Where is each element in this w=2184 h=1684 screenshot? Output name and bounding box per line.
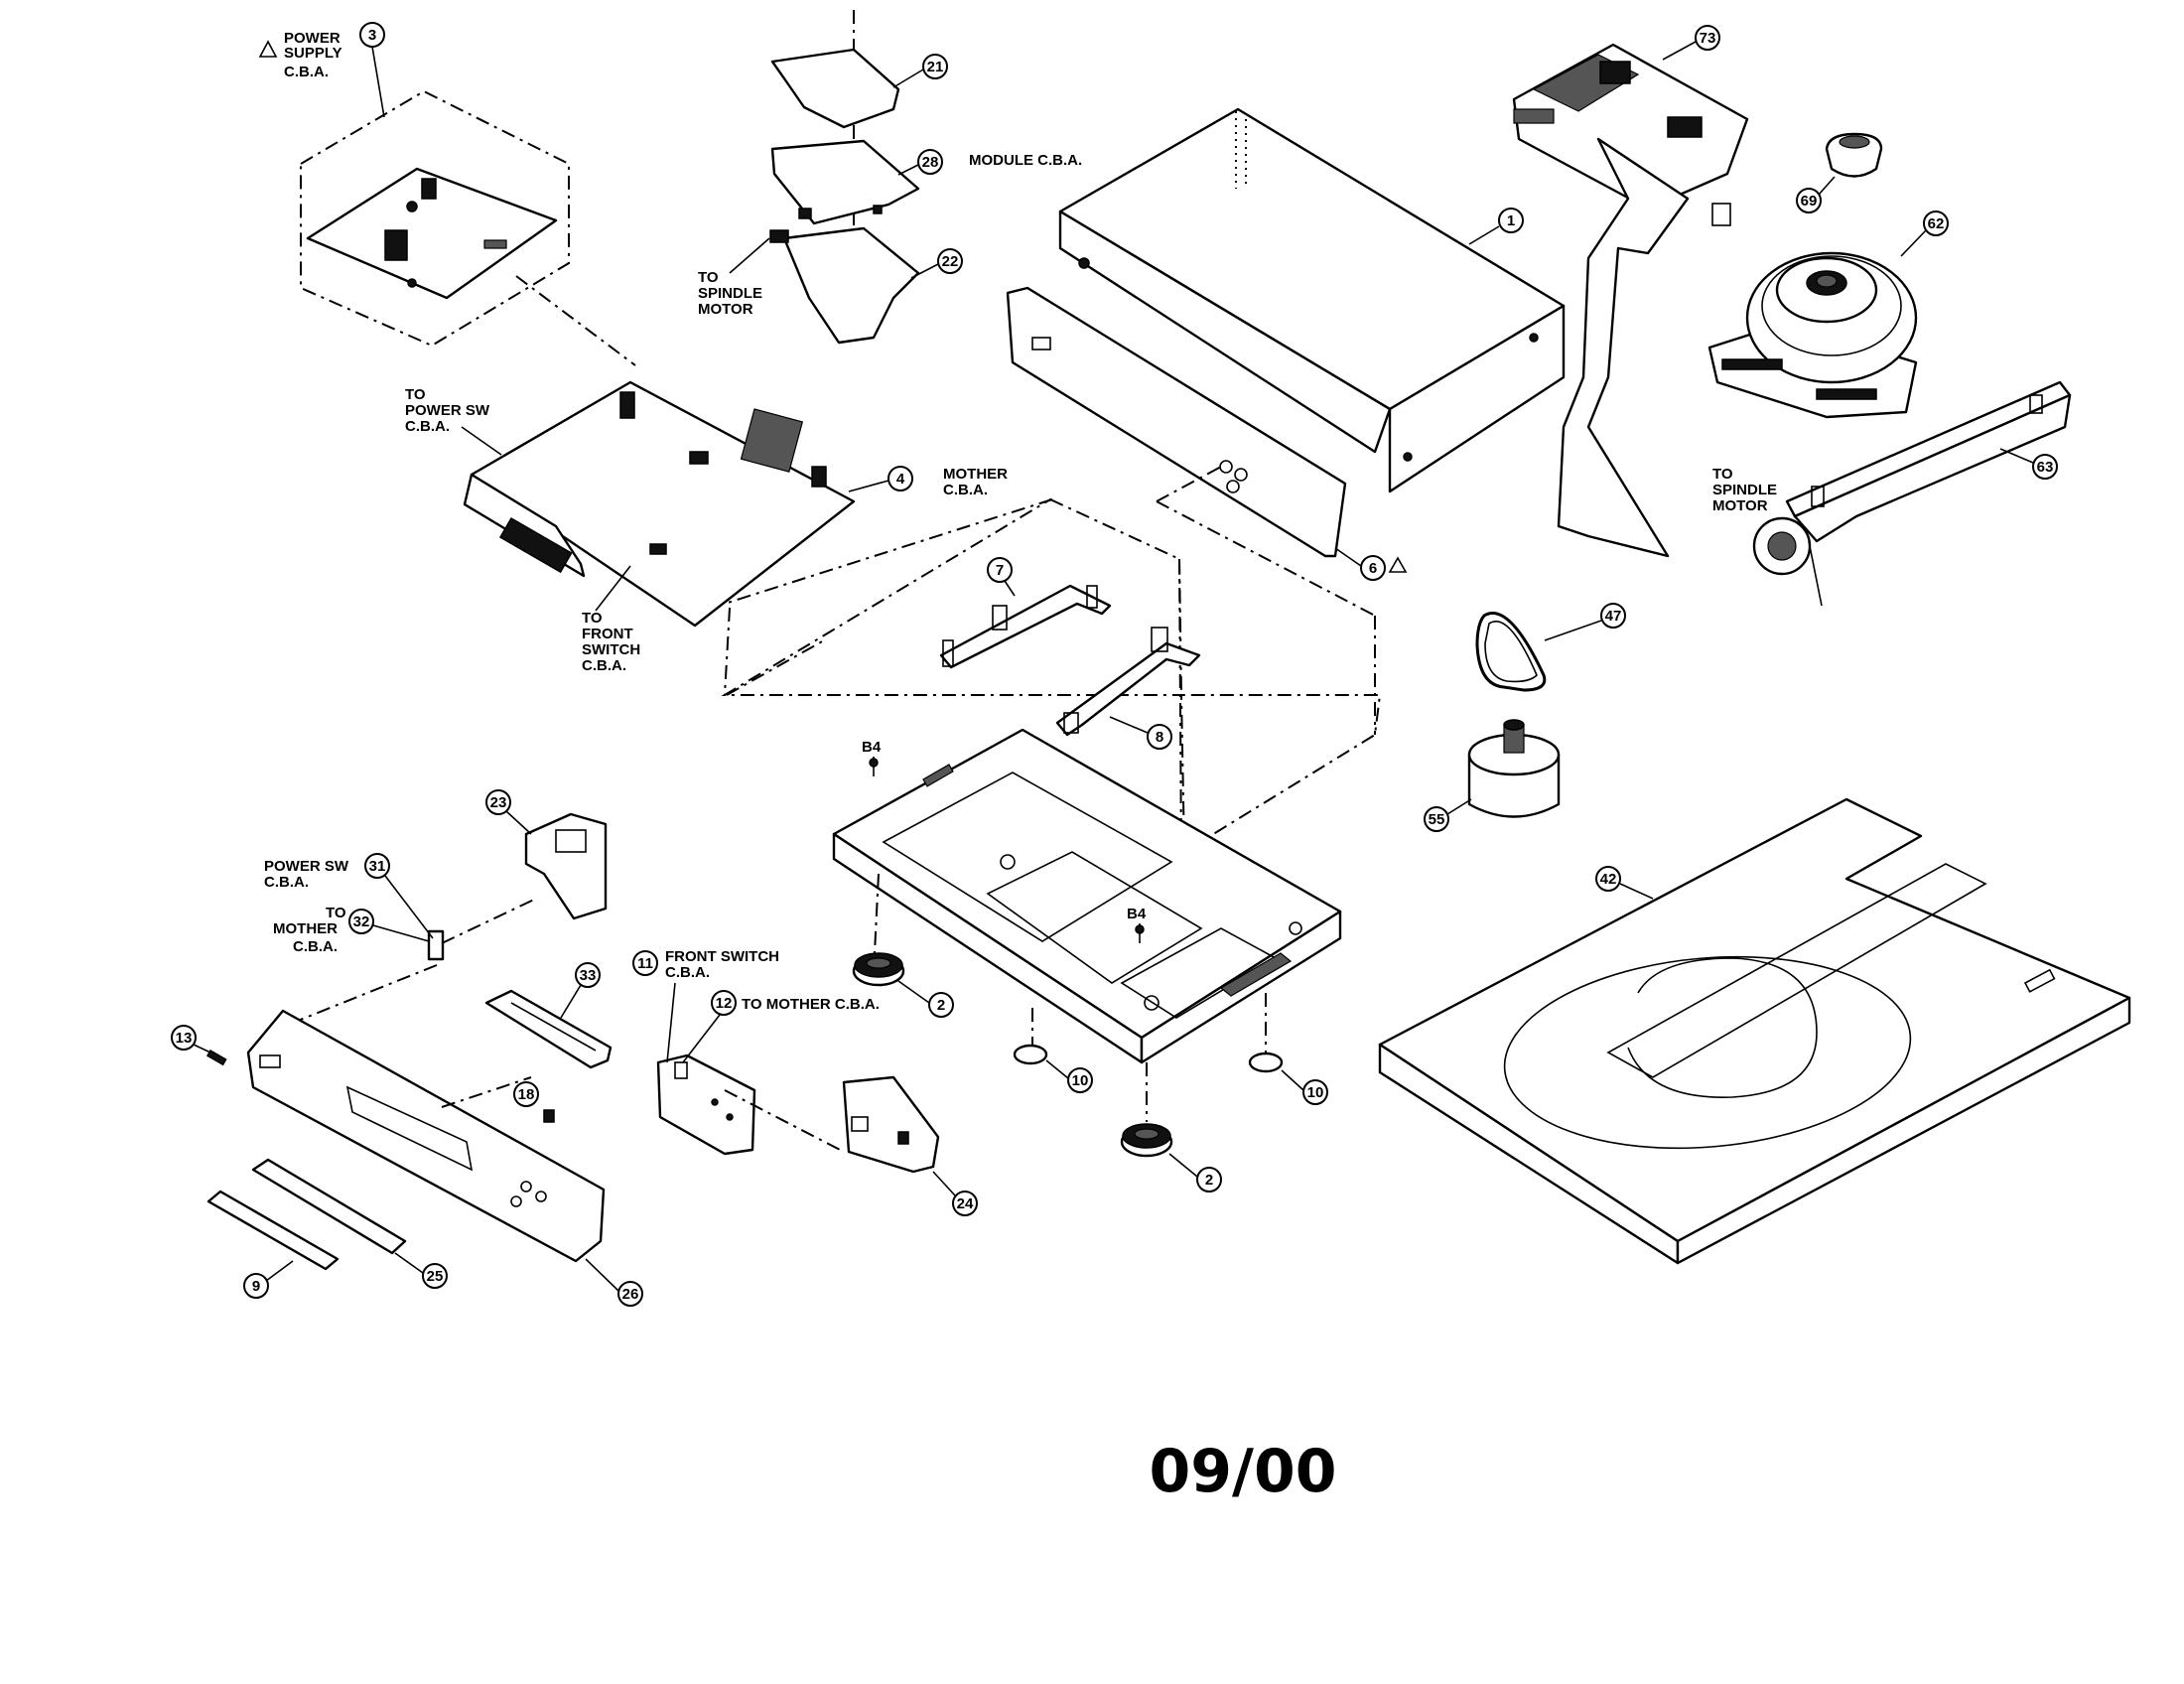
part-label: C.B.A. xyxy=(293,938,338,955)
bracket-23: 23 xyxy=(485,789,608,920)
window-25: 25 xyxy=(251,1158,448,1289)
window-9: 9 xyxy=(206,1190,340,1299)
callout-number: 12 xyxy=(716,995,733,1012)
callout-number: 8 xyxy=(1156,729,1163,746)
callout-number: 11 xyxy=(637,955,653,972)
part-label: POWER SW xyxy=(405,402,490,419)
foot-2-b: 2 xyxy=(1120,1123,1222,1193)
part-label: B4 xyxy=(1127,906,1147,922)
module-cba-stack xyxy=(769,10,920,345)
main-chassis xyxy=(832,728,1342,1122)
part-label: MOTHER xyxy=(273,920,338,937)
callout-number: 9 xyxy=(252,1278,260,1295)
part-label: C.B.A. xyxy=(284,64,329,80)
part-label: TO xyxy=(698,269,719,286)
callout-number: 3 xyxy=(368,27,376,44)
part-label: C.B.A. xyxy=(665,964,710,981)
foot-10-a: 10 xyxy=(1013,1044,1093,1093)
power-supply-label: POWER SUPPLY C.B.A. 3 xyxy=(258,22,385,118)
part-label: C.B.A. xyxy=(405,418,450,435)
part-label: SWITCH xyxy=(582,641,640,658)
callout-number: 23 xyxy=(490,794,507,811)
part-label: SUPPLY xyxy=(284,45,342,62)
part-label: C.B.A. xyxy=(943,482,988,498)
callout-number: 10 xyxy=(1307,1084,1324,1101)
part-label: SPINDLE xyxy=(698,285,762,302)
mother-cba xyxy=(463,380,856,696)
callout-number: 63 xyxy=(2037,459,2054,476)
callout-number: 22 xyxy=(942,253,959,270)
warning-triangle-icon xyxy=(1388,556,1408,573)
part-label: B4 xyxy=(862,739,882,756)
bracket-7: 7 xyxy=(939,557,1112,669)
front-switch-cba-11: 11 FRONT SWITCH C.B.A. 12 TO MOTHER C.B.… xyxy=(632,948,880,1156)
part-label: POWER xyxy=(284,30,341,47)
screws-b4: B4 B4 xyxy=(862,739,1147,943)
callout-number: 55 xyxy=(1429,811,1445,828)
callout-number: 2 xyxy=(937,997,945,1014)
callout-number: 42 xyxy=(1600,871,1617,888)
callout-number: 47 xyxy=(1605,608,1622,625)
foot-2-a: 2 xyxy=(852,952,954,1018)
front-frame: 6 xyxy=(1006,286,1408,617)
callout-number: 2 xyxy=(1205,1172,1213,1189)
belt-47: 47 xyxy=(1475,603,1626,692)
module-cba-labels: MODULE C.B.A. TO SPINDLE MOTOR 21 28 22 xyxy=(698,54,1082,318)
part-label: C.B.A. xyxy=(264,874,309,891)
loading-motor-55: 55 xyxy=(1424,719,1561,832)
callout-number: 25 xyxy=(427,1268,444,1285)
bracket-33: 33 xyxy=(484,962,613,1069)
callout-number: 7 xyxy=(996,562,1004,579)
sled-rail-63: TO SPINDLE MOTOR 63 xyxy=(1712,380,2072,607)
part-13: 13 xyxy=(171,1025,227,1066)
callout-number: 31 xyxy=(369,858,386,875)
part-label: TO xyxy=(405,386,426,403)
spindle-motor-62: 62 xyxy=(1707,210,1949,419)
assembly-dashed-outline xyxy=(721,497,1382,865)
callout-number: 1 xyxy=(1507,212,1515,229)
date-code: 09/00 xyxy=(1150,1437,1337,1506)
callout-number: 26 xyxy=(622,1286,639,1303)
callout-number: 62 xyxy=(1928,215,1945,232)
part-18: 18 xyxy=(513,1081,555,1123)
callout-number: 69 xyxy=(1801,193,1818,210)
callout-number: 73 xyxy=(1700,30,1716,47)
part-label: TO xyxy=(326,905,346,921)
part-label: FRONT SWITCH xyxy=(665,948,779,965)
part-label: TO MOTHER C.B.A. xyxy=(742,996,880,1013)
callout-number: 10 xyxy=(1072,1072,1089,1089)
callout-number: 33 xyxy=(580,967,597,984)
part-label: POWER SW xyxy=(264,858,349,875)
part-label: TO xyxy=(1712,466,1733,483)
power-supply-cba xyxy=(300,89,636,366)
callout-number: 4 xyxy=(896,471,905,488)
disc-tray-42: 42 xyxy=(1378,797,2131,1265)
front-panel-26: 26 xyxy=(246,1009,643,1307)
switch-bracket-24: 24 xyxy=(842,1075,978,1216)
part-label: MOTOR xyxy=(698,301,753,318)
part-label: TO xyxy=(582,610,603,627)
part-label: C.B.A. xyxy=(582,657,626,674)
part-label: MOTHER xyxy=(943,466,1008,483)
callout-number: 6 xyxy=(1369,560,1377,577)
callout-number: 21 xyxy=(927,59,944,75)
callout-number: 32 xyxy=(353,913,370,930)
bracket-8: 8 xyxy=(1055,627,1201,750)
foot-10-b: 10 xyxy=(1248,1052,1328,1105)
part-label: MODULE C.B.A. xyxy=(969,152,1082,169)
top-cover: 1 xyxy=(1058,107,1566,493)
callout-number: 28 xyxy=(922,154,939,171)
warning-triangle-icon xyxy=(258,40,278,58)
callout-number: 18 xyxy=(518,1086,535,1103)
part-label: SPINDLE xyxy=(1712,482,1777,498)
part-label: FRONT xyxy=(582,626,633,642)
power-sw-cba: POWER SW C.B.A. 31 TO MOTHER C.B.A. 32 xyxy=(264,853,537,1034)
pulley-69: 69 xyxy=(1796,132,1883,213)
callout-number: 24 xyxy=(957,1195,974,1212)
mother-cba-labels: TO POWER SW C.B.A. MOTHER C.B.A. 4 TO FR… xyxy=(405,386,1008,674)
optical-pickup-73: 73 xyxy=(1512,25,1749,558)
callout-number: 13 xyxy=(176,1030,193,1047)
part-label: MOTOR xyxy=(1712,497,1768,514)
